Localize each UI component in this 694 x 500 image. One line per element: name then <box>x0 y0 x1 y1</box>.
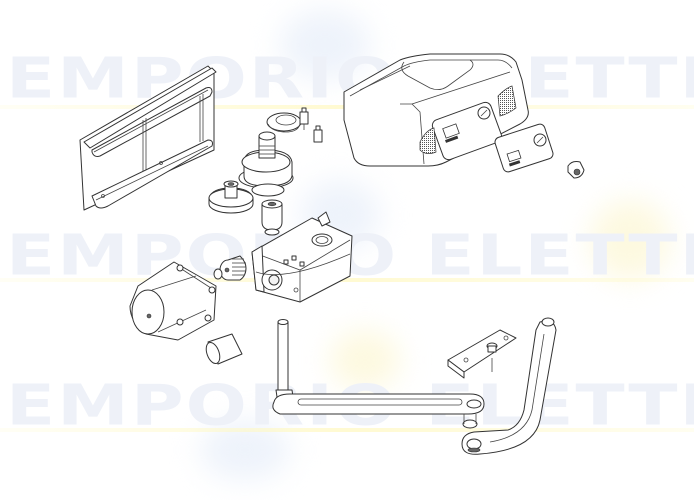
bushing <box>261 199 283 236</box>
gearbox <box>251 211 353 303</box>
straight-arm <box>272 319 485 429</box>
operator-cover <box>343 53 529 167</box>
cap-knob <box>567 161 585 179</box>
capacitor <box>205 333 243 365</box>
worm-pulley <box>213 255 247 281</box>
electric-motor <box>129 261 217 341</box>
output-gear <box>238 131 294 197</box>
fittings <box>299 107 323 143</box>
gate-bracket <box>447 329 517 379</box>
limit-disc <box>208 180 254 214</box>
release-panel <box>494 123 554 173</box>
curved-arm <box>461 317 557 455</box>
bearing-ring <box>266 112 302 133</box>
mounting-bracket <box>79 65 217 211</box>
